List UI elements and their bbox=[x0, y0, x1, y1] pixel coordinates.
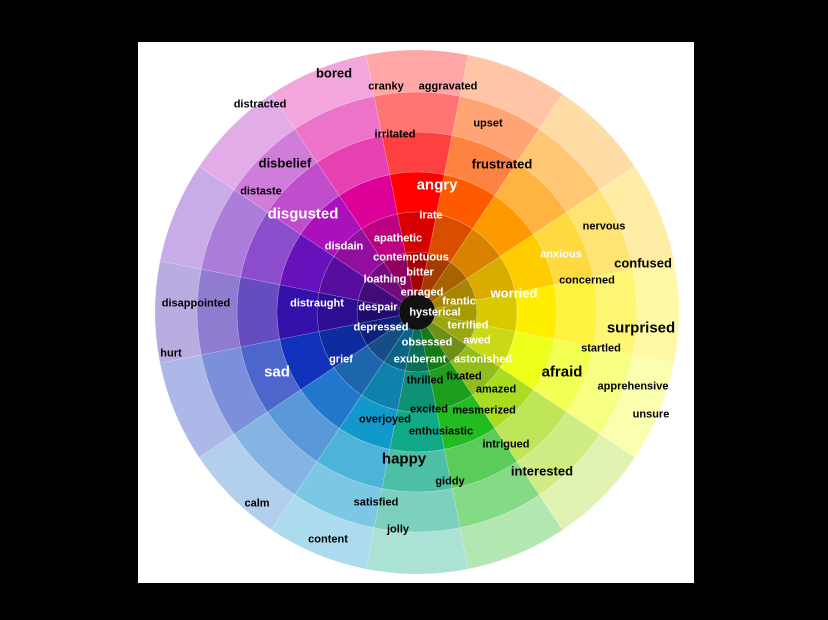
label-interested: interested bbox=[510, 463, 574, 479]
wheel-segment-yellow-ring-4 bbox=[553, 276, 598, 348]
wheel-center-hub bbox=[399, 294, 435, 330]
label-concerned: concerned bbox=[559, 274, 615, 287]
label-enraged: enraged bbox=[400, 286, 444, 299]
label-worried: worried bbox=[490, 285, 538, 301]
label-hurt: hurt bbox=[160, 347, 182, 360]
label-enthusiastic: enthusiastic bbox=[408, 425, 474, 438]
wheel-segment-blue-ring-6 bbox=[159, 354, 235, 458]
label-giddy: giddy bbox=[435, 475, 465, 488]
label-disdain: disdain bbox=[324, 240, 364, 253]
label-contemptuous: contemptuous bbox=[373, 251, 449, 264]
label-aggravated: aggravated bbox=[418, 80, 478, 93]
label-anxious: anxious bbox=[540, 248, 582, 261]
label-amazed: amazed bbox=[475, 383, 517, 396]
label-disbelief: disbelief bbox=[258, 155, 312, 171]
label-bitter: bitter bbox=[406, 266, 434, 279]
label-angry: angry bbox=[416, 176, 458, 194]
wheel-segment-yellow-ring-6 bbox=[632, 260, 680, 364]
label-distraught: distraught bbox=[290, 297, 344, 310]
label-cranky: cranky bbox=[368, 80, 404, 93]
wheel-segment-azure-ring-6 bbox=[198, 433, 296, 531]
label-hysterical: hysterical bbox=[409, 306, 461, 319]
wheel-segment-cyan-ring-6 bbox=[271, 494, 375, 570]
wheel-segment-purple-ring-6 bbox=[198, 93, 296, 191]
wheel-segment-teal-ring-4 bbox=[381, 448, 453, 493]
wheel-segment-lime-ring-6 bbox=[538, 433, 636, 531]
label-frustrated: frustrated bbox=[471, 156, 533, 172]
wheel-segment-indigo-ring-6 bbox=[154, 260, 202, 364]
wheel-segment-red-ring-6 bbox=[365, 49, 469, 97]
wheel-segment-violet-ring-5 bbox=[200, 189, 268, 278]
label-disgusted: disgusted bbox=[267, 205, 339, 223]
label-fixated: fixated bbox=[446, 370, 482, 383]
wheel-segment-indigo-ring-5 bbox=[196, 268, 241, 356]
wheel-segment-amber-ring-6 bbox=[599, 166, 675, 270]
emotion-wheel-panel: bored cranky aggravated distracted upset… bbox=[138, 42, 694, 583]
wheel-segment-yellow-lime-ring-5 bbox=[566, 346, 634, 435]
wheel-segment-green-ring-4 bbox=[443, 427, 518, 489]
wheel-segment-indigo-ring-3 bbox=[276, 284, 320, 340]
label-calm: calm bbox=[244, 497, 270, 510]
label-astonished: astonished bbox=[453, 353, 513, 366]
label-bored: bored bbox=[315, 65, 353, 81]
label-distracted: distracted bbox=[233, 98, 287, 111]
label-irate: irate bbox=[419, 209, 443, 222]
label-grief: grief bbox=[329, 353, 353, 366]
wheel-segment-orange-red-ring-6 bbox=[459, 54, 563, 130]
label-irritated: irritated bbox=[374, 128, 416, 141]
wheel-segment-blue-ring-4 bbox=[240, 338, 302, 413]
label-satisfied: satisfied bbox=[353, 496, 399, 509]
label-nervous: nervous bbox=[582, 220, 626, 233]
emotion-color-wheel bbox=[154, 49, 680, 575]
label-intrigued: intrigued bbox=[482, 438, 530, 451]
wheel-segment-amber-ring-4 bbox=[532, 211, 594, 286]
wheel-segment-orange-ring-6 bbox=[538, 93, 636, 191]
label-loathing: loathing bbox=[363, 273, 407, 286]
label-disappointed: disappointed bbox=[161, 297, 231, 310]
wheel-segment-yellow-lime-ring-6 bbox=[599, 354, 675, 458]
wheel-segment-teal-ring-6 bbox=[365, 527, 469, 575]
label-thrilled: thrilled bbox=[406, 374, 444, 387]
label-apathetic: apathetic bbox=[373, 232, 423, 245]
label-excited: excited bbox=[410, 403, 448, 416]
label-content: content bbox=[308, 533, 348, 546]
label-unsure: unsure bbox=[632, 408, 670, 421]
label-mesmerized: mesmerized bbox=[452, 404, 516, 417]
wheel-segment-indigo-ring-4 bbox=[236, 276, 281, 348]
label-afraid: afraid bbox=[541, 363, 583, 381]
label-jolly: jolly bbox=[386, 523, 410, 536]
wheel-segment-orange-red-ring-5 bbox=[451, 95, 540, 163]
label-despair: despair bbox=[358, 301, 398, 314]
label-apprehensive: apprehensive bbox=[597, 380, 669, 393]
label-upset: upset bbox=[473, 117, 503, 130]
wheel-segment-violet-ring-6 bbox=[159, 166, 235, 270]
label-overjoyed: overjoyed bbox=[359, 413, 411, 426]
label-surprised: surprised bbox=[606, 319, 676, 337]
label-happy: happy bbox=[381, 450, 427, 468]
label-depressed: depressed bbox=[353, 321, 409, 334]
wheel-segment-magenta-ring-6 bbox=[271, 54, 375, 130]
label-distaste: distaste bbox=[240, 185, 282, 198]
label-frantic: frantic bbox=[442, 295, 476, 308]
wheel-segment-green-ring-6 bbox=[459, 494, 563, 570]
label-awed: awed bbox=[463, 334, 491, 347]
label-exuberant: exuberant bbox=[393, 353, 447, 366]
label-obsessed: obsessed bbox=[401, 336, 453, 349]
label-startled: startled bbox=[581, 342, 621, 355]
wheel-segment-cyan-ring-5 bbox=[294, 461, 383, 529]
label-sad: sad bbox=[264, 363, 290, 381]
label-confused: confused bbox=[614, 255, 672, 271]
label-terrified: terrified bbox=[447, 319, 489, 332]
